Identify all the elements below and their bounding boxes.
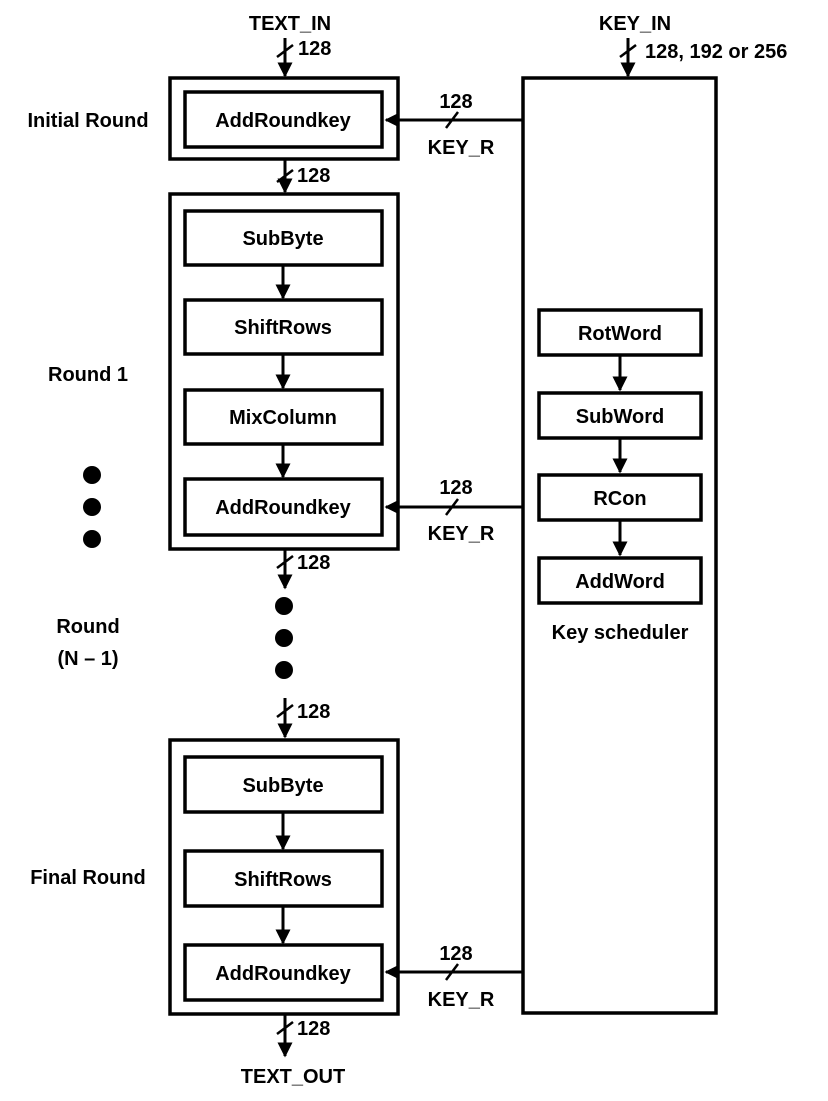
final-bus-tick	[276, 1021, 294, 1035]
rotword-label: RotWord	[578, 323, 662, 345]
key-in-bus-tick	[619, 44, 637, 58]
round1-subbyte-box	[183, 209, 384, 267]
round1-out-width: 128	[297, 552, 330, 574]
round-n1-label-line1: Round	[56, 616, 119, 638]
round-key-tick-initial	[445, 111, 459, 129]
subword-label: SubWord	[576, 406, 665, 428]
round1-label: Round 1	[48, 364, 128, 386]
round1-addroundkey-label: AddRoundkey	[215, 497, 351, 519]
round1-bus-tick	[276, 555, 294, 569]
text-in-width: 128	[298, 38, 331, 60]
final-round-label: Final Round	[30, 867, 146, 889]
mid-ellipsis-dot-1	[275, 597, 293, 615]
initial-round-label: Initial Round	[27, 110, 148, 132]
round-key-width-final: 128	[439, 943, 472, 965]
rcon-box	[537, 473, 703, 522]
final-shiftrows-box	[183, 849, 384, 908]
mid-ellipsis-dot-3	[275, 661, 293, 679]
text-out-label: TEXT_OUT	[241, 1066, 345, 1088]
round1-shiftrows-label: ShiftRows	[234, 317, 332, 339]
round1-addroundkey-box	[183, 477, 384, 537]
initial-bus-tick	[276, 169, 294, 183]
subword-box	[537, 391, 703, 440]
final-subbyte-label: SubByte	[242, 775, 323, 797]
round-key-tick-final	[445, 963, 459, 981]
round-key-label-final: KEY_R	[428, 989, 495, 1011]
round-n1-label-line2: (N – 1)	[57, 648, 118, 670]
text-in-bus-tick	[276, 44, 294, 58]
addword-box	[537, 556, 703, 605]
left-ellipsis-dot-2	[83, 498, 101, 516]
round-n1-bus-tick	[276, 704, 294, 718]
final-addroundkey-label: AddRoundkey	[215, 963, 351, 985]
addword-label: AddWord	[575, 571, 665, 593]
left-ellipsis-dot-3	[83, 530, 101, 548]
key-in-width: 128, 192 or 256	[645, 41, 787, 63]
text-in-label: TEXT_IN	[249, 13, 331, 35]
round-key-label-initial: KEY_R	[428, 137, 495, 159]
key-in-label: KEY_IN	[599, 13, 671, 35]
left-ellipsis-dot-1	[83, 466, 101, 484]
mid-ellipsis-dot-2	[275, 629, 293, 647]
round-key-width-initial: 128	[439, 91, 472, 113]
final-out-width: 128	[297, 1018, 330, 1040]
final-subbyte-box	[183, 755, 384, 814]
key-scheduler-label: Key scheduler	[552, 622, 689, 644]
initial-addroundkey-box	[183, 90, 384, 149]
initial-addroundkey-label: AddRoundkey	[215, 110, 351, 132]
round-key-label-round1: KEY_R	[428, 523, 495, 545]
round-key-width-round1: 128	[439, 477, 472, 499]
round1-mixcolumn-box	[183, 388, 384, 446]
round-key-tick-round1	[445, 498, 459, 516]
final-shiftrows-label: ShiftRows	[234, 869, 332, 891]
round1-mixcolumn-label: MixColumn	[229, 407, 337, 429]
rotword-box	[537, 308, 703, 357]
rcon-label: RCon	[593, 488, 646, 510]
final-addroundkey-box	[183, 943, 384, 1002]
round1-shiftrows-box	[183, 298, 384, 356]
round1-subbyte-label: SubByte	[242, 228, 323, 250]
initial-out-width: 128	[297, 165, 330, 187]
round-n1-out-width: 128	[297, 701, 330, 723]
